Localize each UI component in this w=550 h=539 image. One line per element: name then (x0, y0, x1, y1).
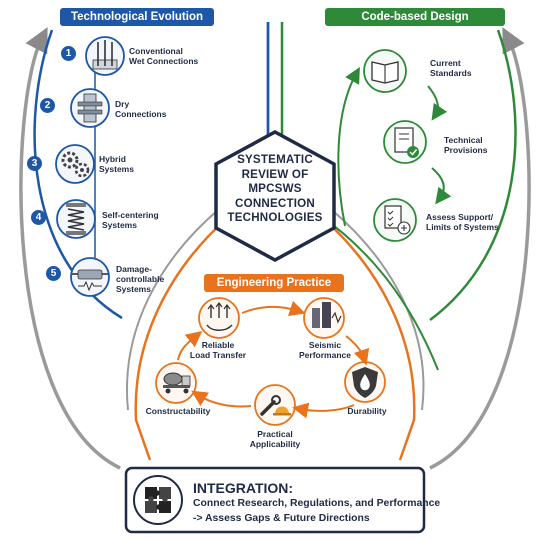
step-number-1: 1 (61, 46, 76, 61)
gray-wedge-right (331, 209, 425, 411)
damper-icon (70, 257, 110, 297)
label-line: Constructability (145, 406, 211, 416)
label-line: Practical (257, 429, 293, 439)
orange-arrow-2 (345, 335, 370, 366)
tech-item-1-label: Conventional Wet Connections (129, 46, 199, 67)
label-line: Systems (102, 219, 137, 230)
orange-arrow-5 (177, 331, 203, 361)
code-region-border (280, 22, 517, 322)
label-line: Wet Connections (129, 55, 199, 66)
label-line: Performance (299, 349, 351, 360)
center-line: REVIEW OF (241, 167, 309, 181)
practice-item-3-label: Durability (342, 406, 392, 417)
label-line: Current (430, 58, 461, 68)
label-line: Load Transfer (189, 349, 247, 360)
integration-box (124, 466, 426, 534)
label-line: Self-centering (102, 210, 159, 220)
engineering-practice-header: Engineering Practice (204, 274, 344, 292)
label-line: Damage- (116, 264, 152, 274)
tech-evolution-header: Technological Evolution (60, 8, 214, 26)
label-line: Systems (99, 163, 134, 174)
label-line: Systems (116, 283, 151, 294)
tech-item-3-label: Hybrid Systems (99, 154, 134, 175)
step-number-4: 4 (31, 210, 46, 225)
label-line: Provisions (444, 144, 488, 155)
building-seismic-icon (303, 297, 345, 339)
gears-icon (55, 144, 95, 184)
outer-arc-left (19, 27, 121, 470)
label-line: Limits of Systems (426, 221, 499, 232)
center-title: SYSTEMATIC REVIEW OF MPCSWS CONNECTION T… (219, 153, 331, 226)
center-line: CONNECTION (235, 196, 315, 210)
mixer-truck-icon (155, 362, 197, 404)
gray-wedge-left (126, 209, 219, 411)
green-link (317, 213, 439, 371)
label-line: Conventional (129, 46, 183, 56)
tech-item-4-label: Self-centering Systems (102, 210, 159, 231)
integration-line-1: Connect Research, Regulations, and Perfo… (193, 498, 441, 509)
code-item-3-label: Assess Support/ Limits of Systems (426, 212, 499, 233)
code-item-1-label: Current Standards (430, 58, 472, 79)
document-check-icon (383, 120, 427, 164)
label-line: Technical (444, 135, 483, 145)
label-line: Seismic (308, 340, 342, 350)
center-hexagon (214, 130, 336, 262)
outer-arc-right (429, 27, 531, 470)
code-requirements-header: Code-based Design Requirements (325, 8, 505, 41)
center-line: TECHNOLOGIES (227, 211, 323, 224)
practice-item-2-label: Seismic Performance (294, 340, 356, 361)
orange-arrow-1 (241, 300, 306, 317)
book-icon (363, 49, 407, 93)
step-number-2: 2 (40, 98, 55, 113)
label-line: Assess Support/ (426, 212, 494, 222)
code-item-2-label: Technical Provisions (444, 135, 488, 156)
label-line: Standards (430, 67, 472, 78)
practice-item-1-label: Reliable Load Transfer (186, 340, 250, 361)
center-line: SYSTEMATIC (237, 153, 313, 166)
wrench-helmet-icon (254, 384, 296, 426)
green-arrow-3 (337, 67, 360, 227)
label-line: Applicability (249, 438, 301, 449)
center-line: MPCSWS (248, 182, 302, 195)
practice-item-5-label: Constructability (142, 406, 214, 417)
spring-icon (56, 199, 96, 239)
step-number-3: 3 (27, 156, 42, 171)
tech-item-2-label: Dry Connections (115, 99, 167, 120)
orange-arrow-3 (292, 402, 355, 419)
dry-connection-icon (70, 88, 110, 128)
wet-connection-icon (85, 36, 125, 76)
practice-region-border (134, 219, 416, 461)
shield-drop-icon (344, 361, 386, 403)
checklist-icon (373, 198, 417, 242)
integration-line-2: -> Assess Gaps & Future Directions (193, 513, 370, 524)
label-line: Reliable (201, 340, 235, 350)
practice-item-4-label: Practical Applicability (240, 429, 310, 450)
label-line: Connections (115, 108, 167, 119)
label-line: controllable (116, 273, 165, 284)
green-arrow-2 (431, 167, 452, 205)
orange-arrow-4 (191, 390, 252, 408)
integration-title: INTEGRATION: (193, 480, 294, 496)
step-number-5: 5 (46, 266, 61, 281)
load-transfer-icon (198, 297, 240, 339)
green-arrow-1 (427, 85, 448, 121)
tech-item-5-label: Damage- controllable Systems (116, 264, 165, 294)
label-line: Durability (347, 406, 387, 416)
label-line: Hybrid (99, 154, 126, 164)
label-line: Dry (115, 99, 130, 109)
puzzle-icon (133, 475, 183, 525)
